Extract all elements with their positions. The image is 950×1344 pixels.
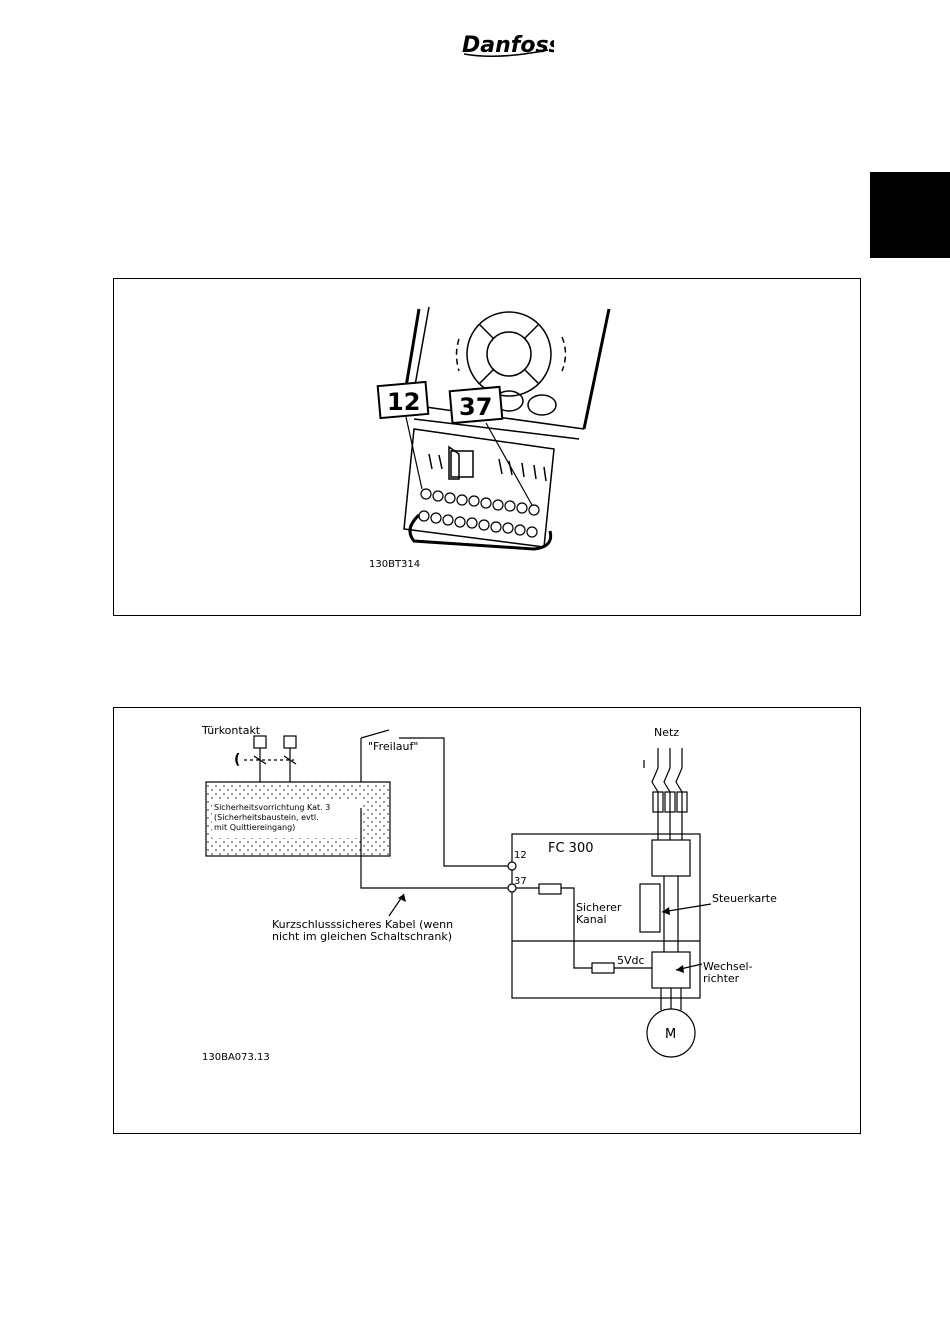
wiring-diagram-drawing: Türkontakt ( Sicherheitsvorrichtung Kat.… <box>114 708 860 1133</box>
mains-lines <box>644 748 687 840</box>
terminal-12-node <box>508 862 516 870</box>
rectifier-block <box>652 840 690 876</box>
terminal-37-label: 37 <box>514 876 527 887</box>
door-contact-symbol: ( <box>234 752 240 768</box>
safe-channel-line2: Kanal <box>576 913 607 926</box>
mains-label: Netz <box>654 726 679 739</box>
safe-stop-wiring-diagram: Türkontakt ( Sicherheitsvorrichtung Kat.… <box>113 707 861 1134</box>
motor-label: M <box>665 1027 676 1042</box>
voltage-label: 5Vdc <box>617 954 645 967</box>
door-contact-label: Türkontakt <box>201 724 261 737</box>
terminal-label-37: 37 <box>459 393 492 421</box>
cable-label-line2: nicht im gleichen Schaltschrank) <box>272 930 452 943</box>
figure-code: 130BT314 <box>369 559 420 570</box>
inverter-line2: richter <box>703 972 740 985</box>
control-card-block <box>640 884 660 932</box>
logo-text: Danfoss <box>462 33 554 58</box>
safety-device-line2: (Sicherheitsbaustein, evtl. <box>214 813 319 822</box>
section-tab-marker <box>870 172 950 258</box>
terminal-12-label: 12 <box>514 850 527 861</box>
safety-device-line1: Sicherheitsvorrichtung Kat. 3 <box>214 803 330 812</box>
terminal-label-12: 12 <box>387 388 420 416</box>
danfoss-logo: Danfoss <box>458 24 554 62</box>
inverter-block <box>652 952 690 988</box>
door-contact-switch <box>244 736 296 782</box>
terminal-jumper-figure: 12 37 130BT314 <box>113 278 861 616</box>
figure-code: 130BA073.13 <box>202 1052 270 1063</box>
coast-label: "Freilauf" <box>368 740 418 753</box>
drive-label: FC 300 <box>548 841 594 856</box>
terminal-jumper-drawing: 12 37 130BT314 <box>114 279 860 615</box>
safety-device-line3: mit Quittiereingang) <box>214 823 295 832</box>
control-card-label: Steuerkarte <box>712 892 777 905</box>
